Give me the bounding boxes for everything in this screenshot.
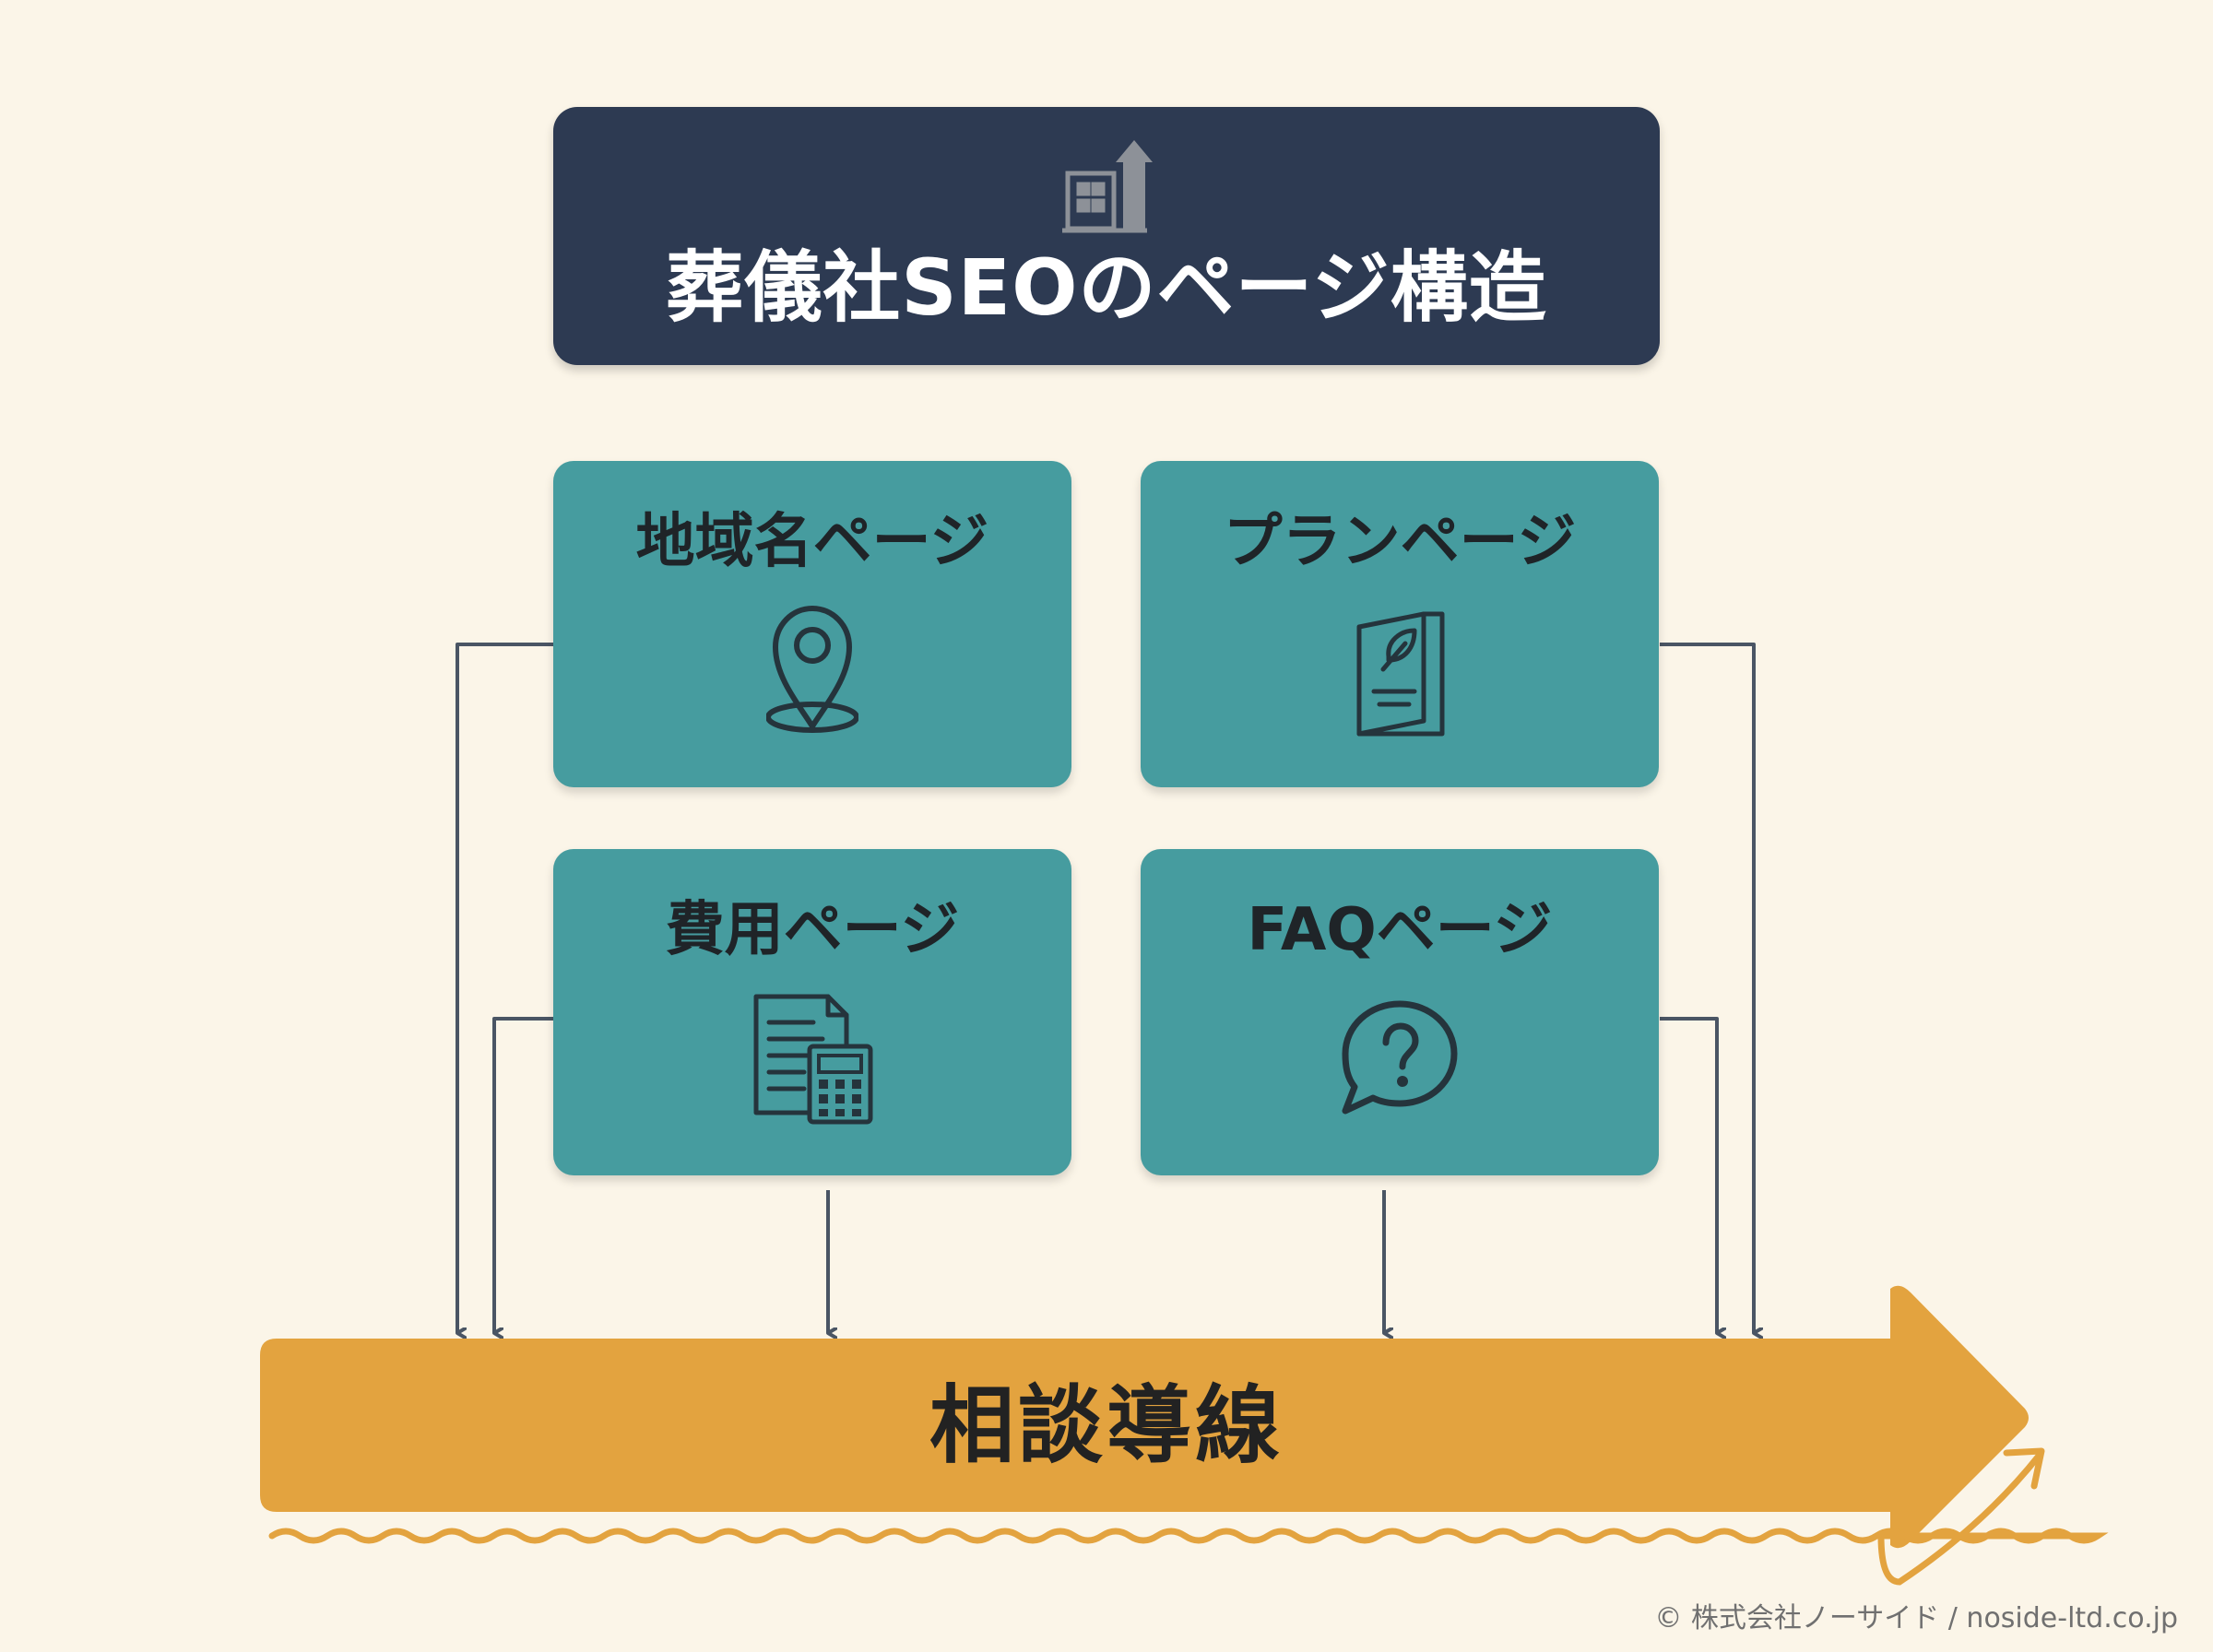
card-plan-page: プランページ [1141, 461, 1659, 787]
wavy-arrowhead [2003, 1447, 2045, 1490]
card-title: 費用ページ [665, 896, 960, 964]
flow-arrow [260, 1285, 2029, 1549]
page-title: 葬儀社SEOのページ構造 [666, 242, 1547, 333]
card-region-page: 地域名ページ [553, 461, 1071, 787]
leaf-brochure-icon [1354, 599, 1446, 738]
card-faq-page: FAQページ [1141, 849, 1659, 1175]
question-bubble-icon [1331, 987, 1469, 1126]
wavy-underline [268, 1451, 2109, 1586]
map-pin-icon [765, 599, 859, 738]
document-calculator-icon [749, 987, 878, 1126]
copyright-text: © 株式会社ノーサイド / noside-ltd.co.jp [1654, 1602, 2178, 1634]
card-cost-page: 費用ページ [553, 849, 1071, 1175]
card-title: 地域名ページ [635, 508, 989, 576]
card-title: FAQページ [1247, 896, 1553, 964]
connector-cost-page-side [492, 1017, 553, 1333]
flow-label: 相談導線 [929, 1376, 1284, 1475]
connector-plan-page [1660, 643, 1754, 1333]
building-growth-icon [1059, 135, 1160, 236]
connector-faq-page-side [1660, 1017, 1717, 1333]
card-title: プランページ [1223, 508, 1577, 576]
title-box: 葬儀社SEOのページ構造 [553, 107, 1660, 365]
connector-region-page [456, 643, 553, 1333]
